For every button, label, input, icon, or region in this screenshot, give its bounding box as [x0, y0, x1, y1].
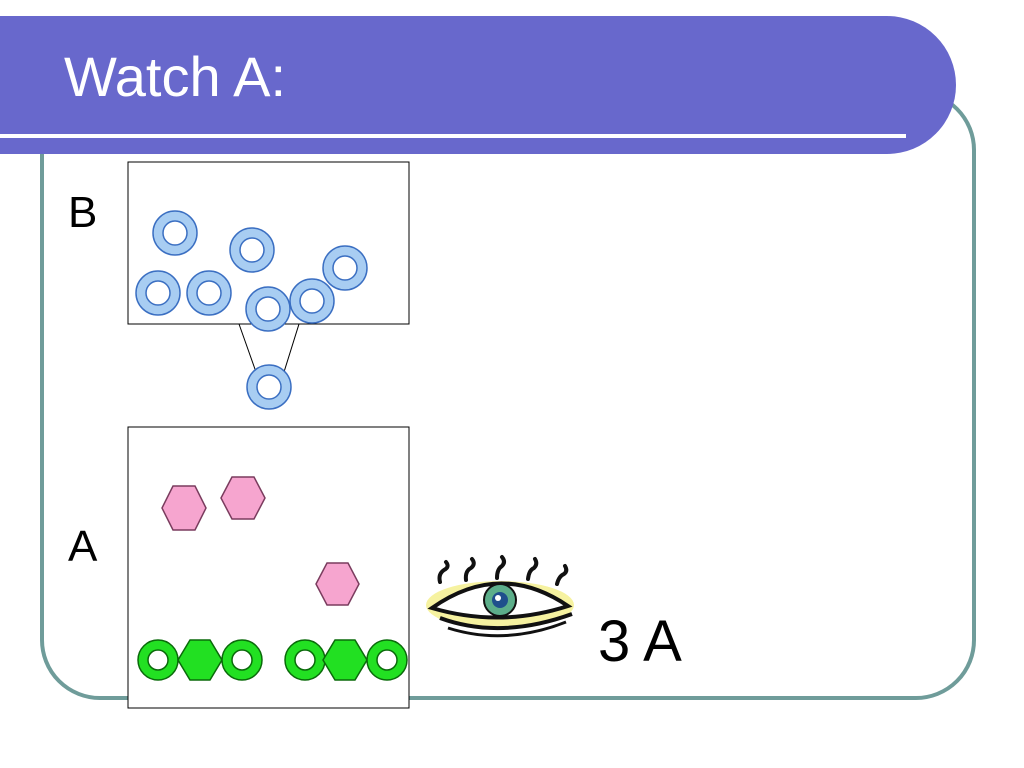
blue-ring	[246, 287, 290, 331]
blue-ring-inner	[256, 374, 282, 400]
funnel-line-left	[238, 323, 257, 373]
blue-ring-inner	[299, 288, 325, 314]
title-bar	[0, 16, 956, 154]
blue-ring	[153, 211, 197, 255]
blue-ring-outline	[245, 286, 291, 332]
blue-ring-inner	[162, 220, 188, 246]
label-b: B	[68, 188, 98, 237]
eye-icon	[426, 555, 574, 638]
blue-ring-inner	[332, 255, 358, 281]
green-ring	[285, 640, 325, 680]
observation-label: 3 A	[598, 609, 682, 674]
blue-rings	[135, 210, 368, 410]
blue-ring-outline	[229, 227, 275, 273]
blue-ring	[136, 271, 180, 315]
blue-ring-inner	[145, 280, 171, 306]
blue-ring-falling	[247, 365, 291, 409]
green-chain-right	[284, 639, 408, 681]
label-a: A	[68, 522, 98, 571]
green-ring	[222, 640, 262, 680]
green-hexagon	[322, 639, 368, 681]
green-chain-left	[137, 639, 263, 681]
blue-ring-outline	[322, 245, 368, 291]
blue-ring-outline	[152, 210, 198, 256]
blue-ring	[187, 271, 231, 315]
pink-hexagon	[220, 476, 266, 520]
blue-ring-outline	[289, 278, 335, 324]
blue-ring-inner	[255, 296, 281, 322]
title-underline	[0, 134, 906, 138]
blue-ring-inner	[239, 237, 265, 263]
blue-ring	[230, 228, 274, 272]
blue-ring	[323, 246, 367, 290]
pink-hexagon	[161, 485, 207, 531]
pink-hexagons	[161, 476, 360, 606]
blue-ring-outline	[135, 270, 181, 316]
blue-ring	[290, 279, 334, 323]
pink-hexagon	[315, 562, 360, 606]
slide-title: Watch A:	[64, 45, 287, 108]
blue-ring-inner	[196, 280, 222, 306]
blue-ring-outline	[186, 270, 232, 316]
green-hexagon	[177, 639, 223, 681]
funnel-line-right	[283, 323, 300, 373]
blue-ring-outline	[246, 364, 292, 410]
green-ring	[138, 640, 178, 680]
green-ring	[367, 640, 407, 680]
